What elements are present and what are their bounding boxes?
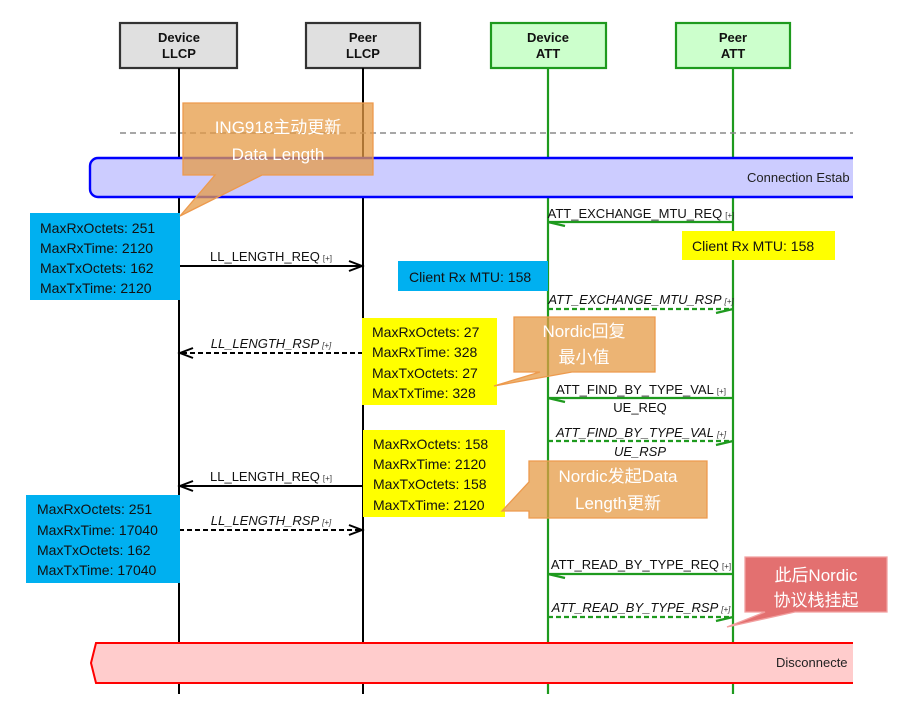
message-att-exchange-mtu-rsp[interactable]: ATT_EXCHANGE_MTU_RSP[+]	[547, 292, 734, 315]
message-ll-length-rsp[interactable]: LL_LENGTH_RSP[+]	[177, 336, 363, 359]
lifeline-header-peer-llcp[interactable]: Peer LLCP	[304, 21, 422, 70]
arrowhead-left-icon	[547, 396, 566, 404]
message-att-read-by-type-req[interactable]: ATT_READ_BY_TYPE_REQ[+]	[547, 557, 733, 580]
callout-line: 最小值	[559, 348, 610, 367]
lifeline-title: Device	[158, 30, 200, 45]
phase-label-disconnected: Disconnecte	[776, 655, 848, 670]
lifeline-title: Peer	[719, 30, 747, 45]
lifeline-subtitle: ATT	[536, 46, 560, 61]
callout-nordic-initiate-update: Nordic发起Data Length更新	[500, 460, 708, 519]
callout-nordic-min-reply: Nordic回复 最小值	[493, 316, 656, 387]
message-att-exchange-mtu-req[interactable]: ATT_EXCHANGE_MTU_REQ[+]	[547, 206, 735, 228]
arrowhead-right-icon	[715, 439, 734, 447]
message-label: ATT_READ_BY_TYPE_REQ[+]	[551, 557, 731, 572]
message-label: LL_LENGTH_REQ[+]	[210, 249, 332, 264]
callout-line: 协议栈挂起	[774, 591, 859, 610]
expand-toggle[interactable]: [+]	[323, 254, 332, 263]
callout-line: 此后Nordic	[774, 566, 858, 585]
note-line: Client Rx MTU: 158	[692, 238, 814, 254]
arrowhead-right-icon	[348, 524, 365, 536]
expand-toggle[interactable]: [+]	[321, 518, 332, 527]
callout-line: ING918主动更新	[215, 118, 342, 137]
arrowhead-left-icon	[177, 480, 194, 492]
note-line: MaxTxTime: 2120	[40, 280, 152, 296]
expand-toggle[interactable]: [+]	[722, 562, 731, 571]
arrowhead-right-icon	[715, 615, 734, 623]
lifeline-header-device-att[interactable]: Device ATT	[489, 21, 608, 70]
note-line: Client Rx MTU: 158	[409, 269, 531, 285]
arrowhead-left-icon	[177, 347, 194, 359]
note-peer-params-request: MaxRxOctets: 158 MaxRxTime: 2120 MaxTxOc…	[363, 430, 505, 517]
note-line: MaxTxOctets: 27	[372, 365, 478, 381]
note-line: MaxRxOctets: 27	[372, 324, 480, 340]
expand-toggle[interactable]: [+]	[725, 211, 734, 220]
message-label: LL_LENGTH_REQ[+]	[210, 469, 332, 484]
lifeline-subtitle: ATT	[721, 46, 745, 61]
note-peer-params-response: MaxRxOctets: 27 MaxRxTime: 328 MaxTxOcte…	[362, 318, 497, 405]
callout-line: Nordic发起Data	[558, 467, 678, 486]
message-label: ATT_FIND_BY_TYPE_VAL[+]	[556, 382, 726, 397]
note-line: MaxRxOctets: 251	[40, 220, 155, 236]
message-ll-length-req[interactable]: LL_LENGTH_REQ[+]	[179, 249, 365, 272]
callout-nordic-stack-hang: 此后Nordic 协议栈挂起	[726, 556, 888, 628]
arrowhead-right-icon	[715, 307, 734, 315]
expand-toggle[interactable]: [+]	[724, 297, 735, 306]
expand-toggle[interactable]: [+]	[716, 430, 727, 439]
message-label: ATT_READ_BY_TYPE_RSP[+]	[551, 600, 732, 615]
note-line: MaxRxTime: 2120	[40, 240, 153, 256]
message-label: LL_LENGTH_RSP[+]	[211, 513, 332, 528]
lifeline-header-peer-att[interactable]: Peer ATT	[674, 21, 792, 70]
message-att-find-by-type-value-req[interactable]: ATT_FIND_BY_TYPE_VAL[+] UE_REQ	[547, 382, 733, 415]
note-line: MaxRxTime: 328	[372, 344, 478, 360]
note-peer-client-rx-mtu: Client Rx MTU: 158	[682, 231, 835, 260]
message-label: ATT_EXCHANGE_MTU_RSP[+]	[547, 292, 734, 307]
lifeline-header-device-llcp[interactable]: Device LLCP	[118, 21, 239, 70]
message-label: ATT_EXCHANGE_MTU_REQ[+]	[548, 206, 735, 221]
note-line: MaxTxTime: 328	[372, 385, 476, 401]
arrowhead-right-icon	[348, 260, 365, 272]
expand-toggle[interactable]: [+]	[323, 474, 332, 483]
arrowhead-left-icon	[547, 220, 566, 228]
note-line: MaxRxTime: 2120	[373, 456, 486, 472]
callout-line: Nordic回复	[542, 322, 625, 341]
note-line: MaxTxOctets: 162	[40, 260, 154, 276]
message-label: ATT_FIND_BY_TYPE_VAL[+]	[555, 425, 727, 440]
phase-bar-disconnected[interactable]: Disconnecte	[89, 642, 910, 684]
message-att-read-by-type-rsp[interactable]: ATT_READ_BY_TYPE_RSP[+]	[548, 600, 734, 623]
note-line: MaxRxTime: 17040	[37, 522, 158, 538]
note-line: MaxTxTime: 17040	[37, 562, 157, 578]
expand-toggle[interactable]: [+]	[321, 341, 332, 350]
callout-ing918-update: ING918主动更新 Data Length	[179, 102, 374, 217]
note-device-params-initial: MaxRxOctets: 251 MaxRxTime: 2120 MaxTxOc…	[30, 213, 180, 300]
note-line: MaxRxOctets: 251	[37, 501, 152, 517]
message-label-continuation: UE_REQ	[613, 400, 666, 415]
expand-toggle[interactable]: [+]	[717, 387, 726, 396]
arrowhead-left-icon	[547, 572, 566, 580]
lifeline-title: Peer	[349, 30, 377, 45]
note-line: MaxRxOctets: 158	[373, 436, 488, 452]
lifeline-subtitle: LLCP	[162, 46, 196, 61]
message-ll-length-rsp-device[interactable]: LL_LENGTH_RSP[+]	[179, 513, 365, 536]
note-line: MaxTxOctets: 158	[373, 476, 487, 492]
phase-label-connection: Connection Estab	[747, 170, 850, 185]
lifeline-title: Device	[527, 30, 569, 45]
note-device-params-response: MaxRxOctets: 251 MaxRxTime: 17040 MaxTxO…	[26, 495, 180, 583]
lifeline-subtitle: LLCP	[346, 46, 380, 61]
message-label: LL_LENGTH_RSP[+]	[211, 336, 332, 351]
callout-line: Data Length	[232, 145, 325, 164]
message-ll-length-req-peer[interactable]: LL_LENGTH_REQ[+]	[177, 469, 363, 492]
expand-toggle[interactable]: [+]	[720, 605, 731, 614]
note-line: MaxTxOctets: 162	[37, 542, 151, 558]
note-device-client-rx-mtu: Client Rx MTU: 158	[398, 261, 548, 291]
message-att-find-by-type-value-rsp[interactable]: ATT_FIND_BY_TYPE_VAL[+] UE_RSP	[548, 425, 734, 459]
note-line: MaxTxTime: 2120	[373, 497, 485, 513]
callout-line: Length更新	[575, 494, 661, 513]
message-label-continuation: UE_RSP	[614, 444, 666, 459]
